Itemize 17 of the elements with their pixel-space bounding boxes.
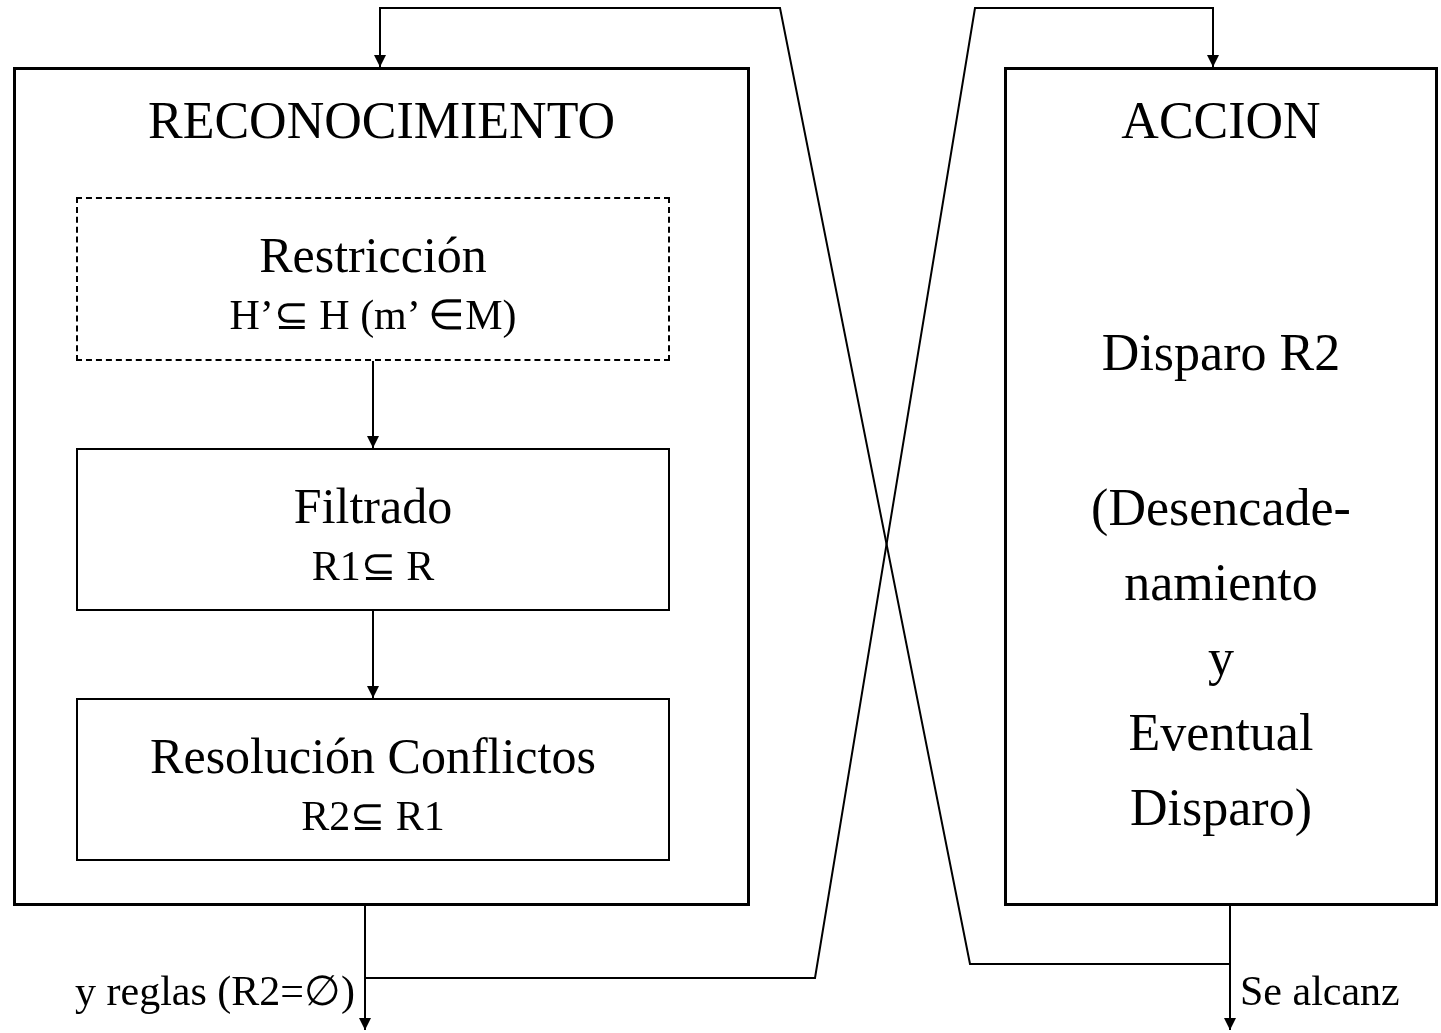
process-box [13,67,750,906]
box-title: ACCION [1121,91,1321,151]
arrow [367,360,379,449]
box-text: R1⊆ R [311,542,435,590]
process-box [76,698,670,861]
box-title: Restricción [259,226,487,285]
box-title: RECONOCIMIENTO [147,91,615,151]
box-text: (Desencade- namiento y Eventual Disparo) [1091,478,1351,838]
process-box [76,448,670,611]
box-text: R2⊆ R1 [301,792,445,840]
arrow [367,610,379,699]
box-title: Filtrado [293,477,453,536]
box-title: Resolución Conflictos [150,727,596,786]
process-box [76,197,670,361]
box-text: H’⊆ H (m’ ∈M) [229,291,517,339]
process-box [1004,67,1438,906]
box-text: Disparo R2 [1101,323,1341,383]
